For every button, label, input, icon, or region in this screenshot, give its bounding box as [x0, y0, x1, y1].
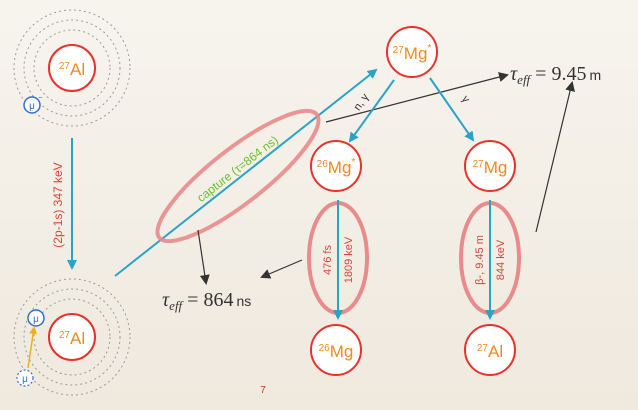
tau-symbol-beta: τ [510, 63, 518, 85]
al27-bottom-mass: 27 [59, 330, 71, 341]
orbits-top-atom [13, 9, 131, 127]
muon-top: μ − [23, 93, 43, 114]
muon-transition-arrow [27, 326, 38, 369]
muon-top-symbol: μ [29, 101, 35, 112]
svg-text:27Al: 27Al [59, 329, 85, 348]
al27-decay-mass: 27 [477, 343, 489, 354]
nucleus-mg26-excited: 26Mg* [310, 140, 362, 192]
mg27-mass: 27 [473, 159, 485, 170]
mg27star-mass: 27 [393, 45, 405, 56]
muon-bottom-1s: μ [16, 369, 34, 387]
mg27star-excited: * [427, 43, 431, 54]
gamma-label: γ [459, 94, 472, 106]
tau-unit-capture: ns [236, 293, 251, 309]
svg-text:27Mg*: 27Mg* [393, 43, 432, 63]
n-gamma-arrow [348, 79, 395, 143]
capture-arrow [114, 68, 378, 277]
mg26-decay-energy: 1809 keV [343, 236, 355, 283]
nucleus-mg26: 26Mg [310, 324, 362, 376]
tau-eq-capture: = 864 [182, 289, 233, 311]
al27-bottom-symbol: Al [70, 329, 85, 348]
beta-to-tau-arrow [535, 81, 575, 233]
mg26-symbol: Mg [330, 342, 354, 361]
nucleus-al27-top: 27Al [48, 44, 96, 92]
mg27star-to-tau-arrow [325, 72, 509, 123]
gamma-arrow [429, 77, 475, 142]
nucleus-al27-bottom: 27Al [48, 313, 96, 361]
svg-text:26Mg*: 26Mg* [317, 157, 356, 177]
al27-top-symbol: Al [70, 60, 85, 79]
mg26-decay-time: 476 fs [322, 245, 334, 275]
mg26-to-tau-arrow [260, 259, 303, 279]
tau-sub-beta: eff [517, 72, 532, 87]
muon-bottom-2p: μ [27, 309, 45, 327]
tau-symbol-capture: τ [162, 289, 170, 311]
page-number: 7 [260, 385, 266, 396]
nucleus-mg27: 27Mg [464, 140, 516, 192]
svg-text:27Al: 27Al [59, 60, 85, 79]
svg-text:27Al: 27Al [477, 342, 503, 361]
n-gamma-label: n, γ [352, 91, 372, 113]
svg-text:27Mg: 27Mg [473, 158, 508, 177]
mg26star-excited: * [351, 157, 355, 168]
al27-top-mass: 27 [59, 61, 71, 72]
transition-label: (2p-1s) 347 keV [51, 162, 65, 247]
tau-eq-beta: = 9.45 [530, 63, 586, 85]
muon-top-charge: − [38, 93, 43, 102]
capture-ellipse [155, 108, 321, 244]
mg27star-symbol: Mg [404, 44, 428, 63]
mg27-symbol: Mg [484, 158, 508, 177]
muon-1s-symbol: μ [22, 374, 28, 385]
capture-to-tau-arrow [197, 229, 210, 285]
mg27-decay-mode: β-, 9.45 m [474, 235, 486, 285]
mg26star-symbol: Mg [328, 158, 352, 177]
nucleus-al27-decay: 27Al [464, 324, 516, 376]
muon-2p-symbol: μ [33, 314, 39, 325]
tau-sub-capture: eff [169, 298, 184, 313]
nucleus-mg27-excited: 27Mg* [386, 26, 438, 78]
svg-text:26Mg: 26Mg [319, 342, 354, 361]
mg26star-mass: 26 [317, 159, 329, 170]
tau-unit-beta: m [589, 67, 601, 83]
mg27-decay-energy: 844 keV [495, 239, 507, 280]
al27-decay-symbol: Al [488, 342, 503, 361]
mg26-mass: 26 [319, 343, 331, 354]
orbits-bottom-atom [13, 278, 131, 396]
